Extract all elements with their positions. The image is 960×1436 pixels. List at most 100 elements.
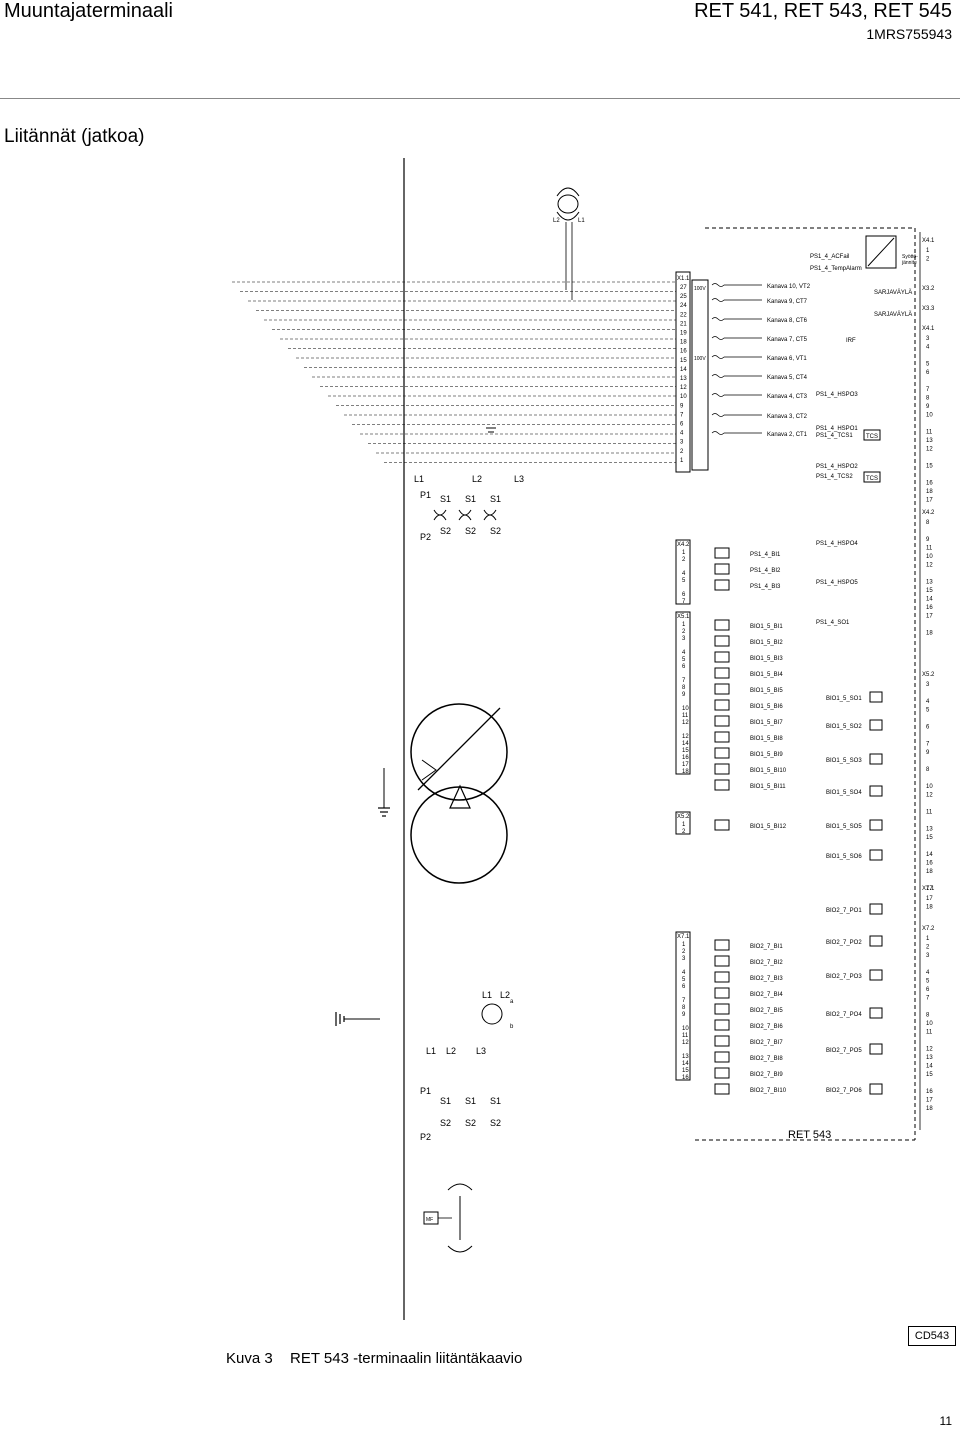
pin-label: 8 <box>926 520 930 526</box>
pin-label: 5 <box>682 657 686 663</box>
po-label: BIO2_7_PO3 <box>826 974 862 980</box>
bi-label: BIO1_5_BI4 <box>750 672 783 678</box>
ct-label: P1 <box>420 490 431 500</box>
pin-label: 16 <box>682 755 689 761</box>
ct-label: P2 <box>420 1132 431 1142</box>
pin-label: 8 <box>682 1005 686 1011</box>
pin-label: 19 <box>680 331 687 337</box>
phase-label: L1 <box>426 1046 436 1056</box>
bi-label: BIO1_5_BI3 <box>750 656 783 662</box>
signal-label: PS1_4_HSPO1 <box>816 426 858 432</box>
bi-box <box>714 1035 730 1047</box>
pin-label: 17 <box>926 896 933 902</box>
pin-label: 12 <box>926 1047 933 1053</box>
bi-box <box>714 699 730 711</box>
bi-box <box>714 683 730 695</box>
bi-box <box>714 763 730 775</box>
bi-label: BIO1_5_BI5 <box>750 688 783 694</box>
signal-label: PS1_4_HSPO2 <box>816 464 858 470</box>
pin-label: 4 <box>682 571 686 577</box>
bi-label: BIO2_7_BI9 <box>750 1072 783 1078</box>
phase-label: L1 <box>414 474 424 484</box>
coil <box>711 298 725 302</box>
pin-label: 8 <box>926 767 930 773</box>
tcs-label: TCS <box>866 434 878 440</box>
pin-label: 27 <box>680 285 687 291</box>
transformer-group <box>691 279 709 471</box>
bi-box <box>714 987 730 999</box>
supply-label: Syöttö- <box>902 254 918 260</box>
pin-label: 4 <box>926 970 930 976</box>
ct-coil <box>483 514 497 521</box>
phase-label: L3 <box>514 474 524 484</box>
coil <box>711 336 725 340</box>
document-number: 1MRS755943 <box>866 26 952 42</box>
pin-label: 18 <box>926 631 933 637</box>
coil <box>711 355 725 359</box>
bi-label: BIO2_7_BI3 <box>750 976 783 982</box>
phase-label: L1 <box>482 990 492 1000</box>
pin-label: 7 <box>680 412 684 418</box>
terminal-label: X3.3 <box>922 306 935 312</box>
relay-coil <box>869 849 883 861</box>
terminal-label: X5.2 <box>677 814 690 820</box>
pin-label: 17 <box>926 1098 933 1104</box>
ct-coil <box>433 514 447 521</box>
phase-label: L2 <box>500 990 510 1000</box>
section-title: Liitännät (jatkoa) <box>4 126 145 147</box>
arc <box>556 211 580 221</box>
pin-label: 12 <box>682 734 689 740</box>
pin-label: 2 <box>926 257 930 263</box>
bi-box <box>714 779 730 791</box>
bi-label: BIO2_7_BI1 <box>750 944 783 950</box>
tcs-label: TCS <box>866 476 878 482</box>
channel-label: Kanava 4, CT3 <box>767 394 808 400</box>
bi-box <box>714 1019 730 1031</box>
relay-coil <box>869 753 883 765</box>
ct-label: L1 <box>578 218 585 224</box>
channel-label: Kanava 2, CT1 <box>767 432 808 438</box>
bi-label: BIO1_5_BI7 <box>750 720 783 726</box>
relay-coil <box>869 1007 883 1019</box>
pin-label: 10 <box>680 394 687 400</box>
ct-label: a <box>510 999 514 1005</box>
so-label: BIO1_5_SO2 <box>826 724 862 730</box>
ct-label: S1 <box>490 494 501 504</box>
pin-label: 1 <box>682 942 686 948</box>
pin-label: 14 <box>926 852 933 858</box>
pin-label: 12 <box>682 720 689 726</box>
ct-coil <box>458 509 472 516</box>
figure-code: CD543 <box>908 1326 956 1346</box>
bi-box <box>714 579 730 591</box>
pin-label: 6 <box>682 664 686 670</box>
ct-label: S2 <box>465 526 476 536</box>
supply-label: jännite <box>901 260 917 266</box>
channel-label: Kanava 10, VT2 <box>767 284 811 290</box>
pin-label: 9 <box>680 403 684 409</box>
po-label: BIO2_7_PO4 <box>826 1012 862 1018</box>
pin-label: 16 <box>926 1089 933 1095</box>
pin-label: 18 <box>926 1106 933 1112</box>
caption-label: Kuva 3 <box>226 1350 273 1367</box>
pin-label: 1 <box>682 622 686 628</box>
pin-label: 13 <box>682 1054 689 1060</box>
pin-label: 10 <box>926 413 933 419</box>
pin-label: 3 <box>682 636 686 642</box>
bi-box <box>714 1083 730 1095</box>
bi-box <box>714 547 730 559</box>
pin-label: 7 <box>926 996 930 1002</box>
pin-label: 10 <box>926 1021 933 1027</box>
signal-label: PS1_4_TempAlarm <box>810 266 862 272</box>
pin-label: 4 <box>926 699 930 705</box>
ct-label: S2 <box>440 1118 451 1128</box>
pin-label: 17 <box>682 762 689 768</box>
po-label: BIO2_7_PO6 <box>826 1088 862 1094</box>
ct-label: b <box>510 1024 514 1030</box>
terminal-label: X7.1 <box>677 934 690 940</box>
pin-label: 4 <box>926 345 930 351</box>
ct-label: S1 <box>465 494 476 504</box>
arc <box>447 1183 473 1191</box>
ct-label: S1 <box>440 494 451 504</box>
pin-label: 2 <box>926 945 930 951</box>
pin-label: 12 <box>926 563 933 569</box>
